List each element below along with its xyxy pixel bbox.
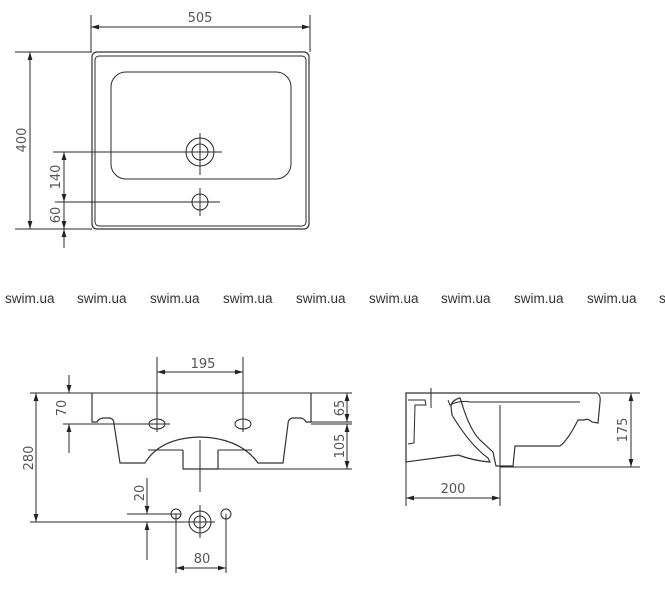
- hole-offset-dimension: 20: [133, 485, 148, 502]
- side-view: 175 200: [405, 388, 640, 506]
- tap-depth-dimension: 70: [55, 400, 70, 417]
- drain-hole-icon: [185, 133, 215, 175]
- watermark: swim.ua: [369, 291, 419, 306]
- top-view: 505 400 140 60: [15, 11, 311, 248]
- watermark: swim.ua: [150, 291, 200, 306]
- watermark: swim.ua: [5, 291, 55, 306]
- total-height-dimension: 280: [22, 446, 37, 471]
- side-height-dimension: 175: [616, 418, 631, 443]
- drain-depth-dimension: 200: [441, 482, 466, 497]
- bowl-outline: [110, 71, 292, 180]
- basin-outline-side: [405, 392, 601, 467]
- basin-outline-top: [91, 51, 310, 230]
- watermark: swim.ua: [441, 291, 491, 306]
- watermark-row: swim.ua swim.ua swim.ua swim.ua swim.ua …: [5, 291, 665, 306]
- hole-spacing-dimension: 80: [194, 552, 211, 567]
- tap-spacing-dimension: 195: [191, 357, 216, 372]
- watermark: s: [659, 291, 665, 306]
- tap-offset-dimension: 60: [49, 207, 64, 224]
- basin-outline-front: [91, 393, 312, 464]
- drain-offset-dimension: 140: [49, 165, 64, 190]
- watermark: swim.ua: [223, 291, 273, 306]
- rim-height-dimension: 65: [333, 400, 348, 417]
- watermark: swim.ua: [296, 291, 346, 306]
- front-view: 195 70 280 65 105 20 80: [22, 357, 352, 573]
- watermark: swim.ua: [77, 291, 127, 306]
- width-dimension: 505: [188, 11, 213, 26]
- bowl-height-dimension: 105: [333, 434, 348, 459]
- depth-dimension: 400: [15, 128, 30, 153]
- watermark: swim.ua: [514, 291, 564, 306]
- watermark: swim.ua: [587, 291, 637, 306]
